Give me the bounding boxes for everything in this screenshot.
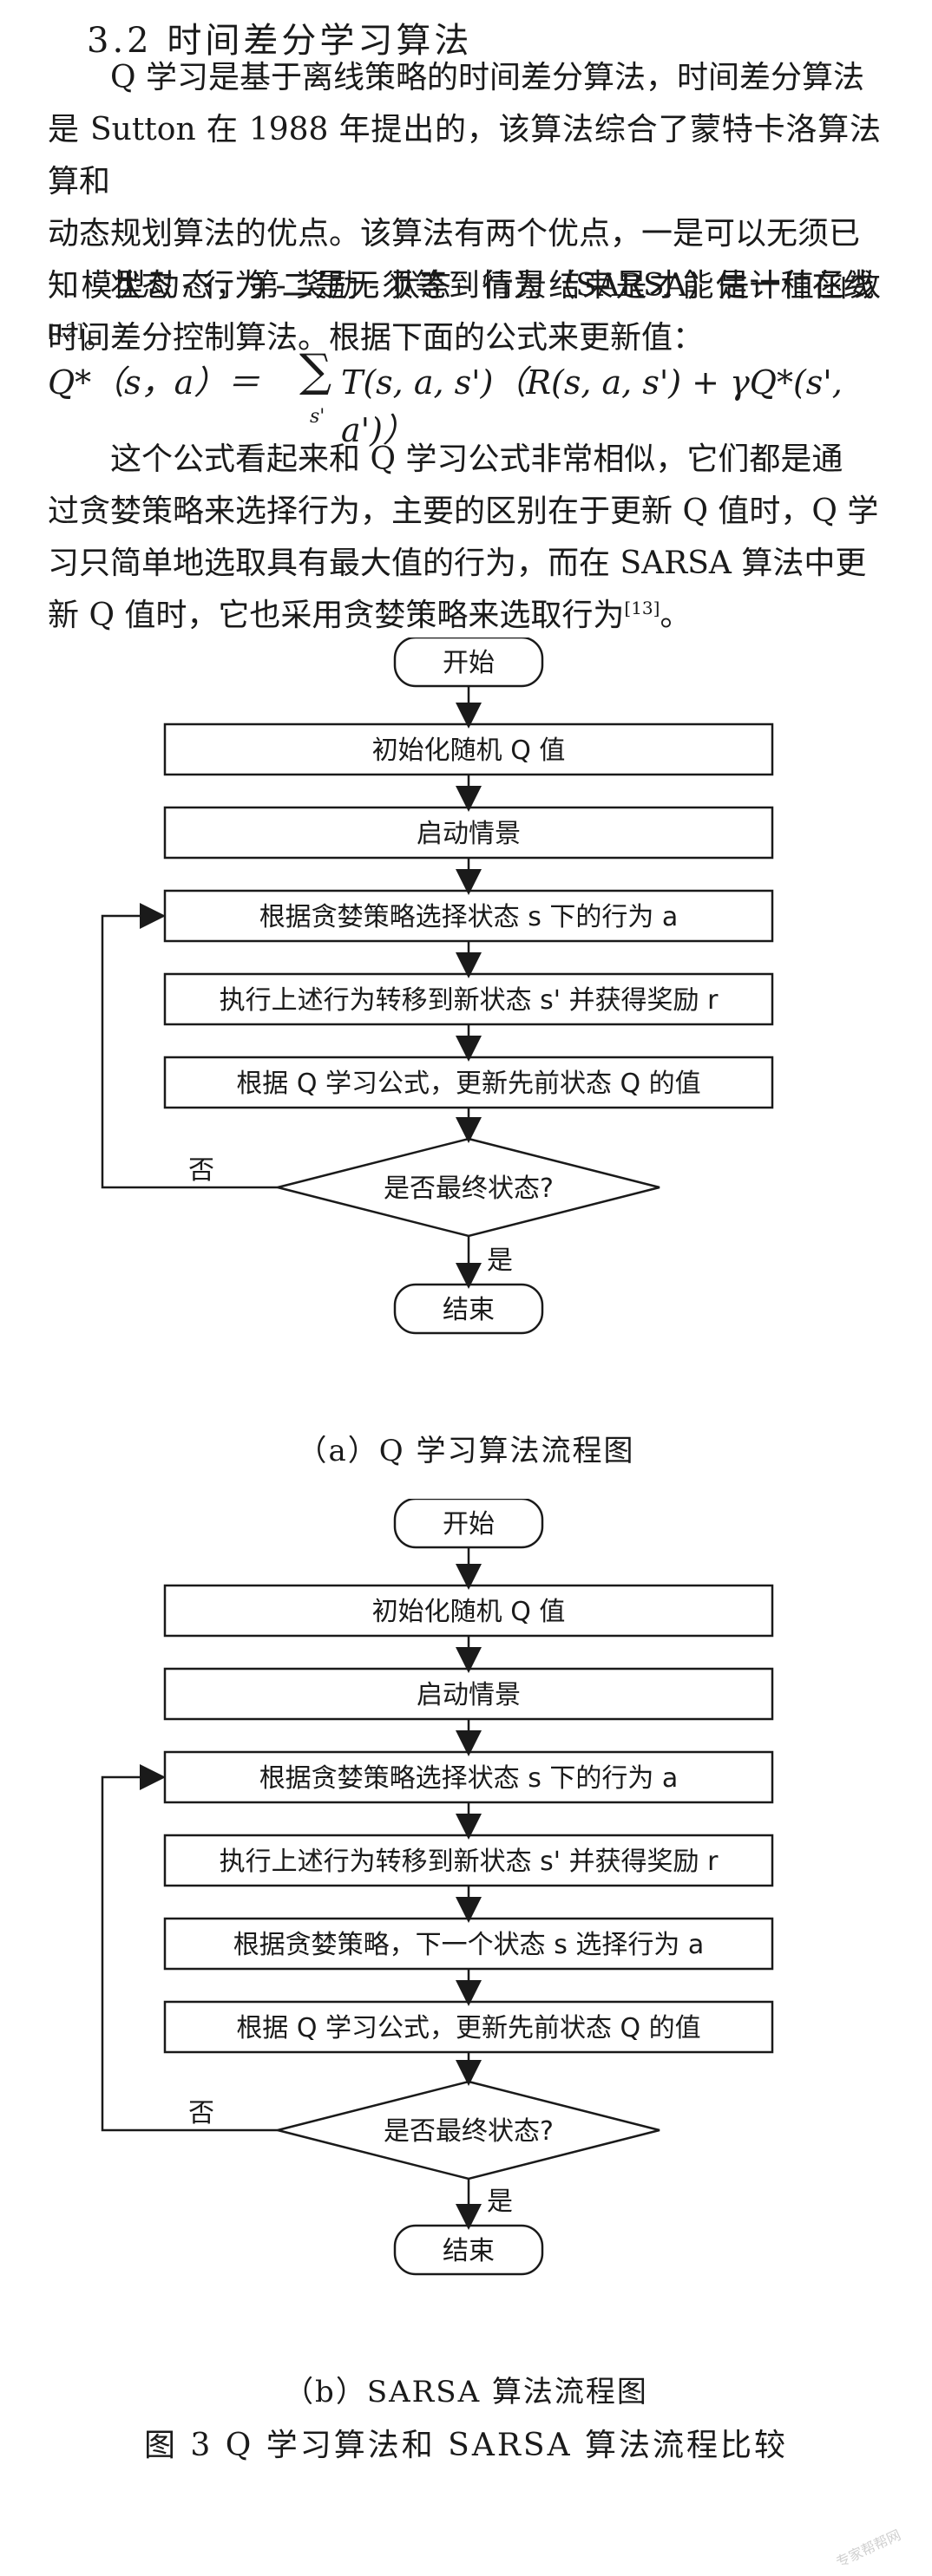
- formula-rhs: T(s, a, s')（R(s, a, s') + γQ*(s', a')）: [341, 363, 843, 449]
- summation-subscript: s': [310, 406, 325, 428]
- step-label: 根据贪婪策略选择状态 s 下的行为 a: [259, 902, 679, 932]
- text-line: 。: [83, 320, 115, 356]
- caption-b: （b）SARSA 算法流程图: [284, 2375, 648, 2409]
- loop-back-arrow: [101, 903, 278, 1189]
- step-label: 根据 Q 学习公式，更新先前状态 Q 的值: [236, 1069, 700, 1099]
- formula-lhs: Q*（s，a）＝: [48, 363, 260, 402]
- start-label: 开始: [443, 1509, 495, 1540]
- text-line: 过贪婪策略来选择行为，主要的区别在于更新 Q 值时，Q 学: [48, 494, 879, 529]
- end-label: 结束: [443, 2236, 495, 2266]
- text-line: 是 Sutton 在 1988 年提出的，该算法综合了蒙特卡洛算法算和: [48, 112, 881, 199]
- yes-label: 是: [487, 1246, 513, 1276]
- step-label: 初始化随机 Q 值: [372, 1597, 566, 1627]
- yes-label: 是: [487, 2187, 513, 2217]
- step-label: 初始化随机 Q 值: [372, 736, 566, 766]
- summation-sign: ∑: [299, 345, 332, 397]
- no-label: 否: [188, 1155, 214, 1186]
- paragraph-sarsa-intro: 状态 - 行为 - 奖励 - 状态 - 行为（SARSA）是一种在线 时间差分控…: [48, 260, 881, 364]
- step-label: 执行上述行为转移到新状态 s' 并获得奖励 r: [220, 985, 719, 1016]
- caption-a: （a）Q 学习算法流程图: [297, 1434, 635, 1468]
- loop-back-arrow: [101, 1764, 278, 2132]
- end-label: 结束: [443, 1295, 495, 1325]
- update-formula: Q*（s，a）＝ ∑ s' T(s, a, s')（R(s, a, s') + …: [48, 345, 898, 449]
- section-title: 3.2 时间差分学习算法: [87, 21, 473, 61]
- end-terminal: [393, 1283, 544, 1335]
- citation-ref: [12]: [48, 320, 84, 341]
- text-line: 习只简单地选取具有最大值的行为，而在 SARSA 算法中更: [48, 546, 867, 581]
- decision-label: 是否最终状态?: [384, 2116, 554, 2147]
- flowchart-q-learning: 开始 初始化随机 Q 值 启动情景 根据贪婪策略选择状态 s 下的行为 a 执行…: [0, 637, 932, 1444]
- paragraph-td-learning: Q 学习是基于离线策略的时间差分算法，时间差分算法 是 Sutton 在 198…: [48, 52, 881, 364]
- text-line: 这个公式看起来和 Q 学习公式非常相似，它们都是通: [110, 441, 843, 477]
- watermark: 专家帮帮网: [833, 2526, 903, 2571]
- paragraph-comparison: 这个公式看起来和 Q 学习公式非常相似，它们都是通 过贪婪策略来选择行为，主要的…: [48, 434, 881, 642]
- text-line: 动态规划算法的优点。该算法有两个优点，一是可以无须已: [48, 216, 861, 252]
- figure-caption: 图 3 Q 学习算法和 SARSA 算法流程比较: [143, 2428, 789, 2463]
- no-label: 否: [188, 2098, 214, 2128]
- step-label: 启动情景: [417, 1680, 521, 1710]
- text-line: 知模型动态，第二是无须等到情景结束是才能估计值函数: [48, 268, 881, 304]
- start-label: 开始: [443, 648, 495, 678]
- text-line: 新 Q 值时，它也采用贪婪策略来选取行为: [48, 598, 625, 633]
- step-label: 根据 Q 学习公式，更新先前状态 Q 的值: [236, 2013, 700, 2043]
- text-line: 状态 - 行为 - 奖励 - 状态 - 行为（SARSA）是一种在线: [110, 268, 875, 304]
- text-line: Q 学习是基于离线策略的时间差分算法，时间差分算法: [110, 60, 864, 95]
- step-label: 启动情景: [417, 819, 521, 849]
- step-label: 根据贪婪策略选择状态 s 下的行为 a: [259, 1763, 679, 1794]
- end-terminal: [393, 2224, 544, 2276]
- step-label: 根据贪婪策略，下一个状态 s 选择行为 a: [233, 1930, 705, 1960]
- step-label: 执行上述行为转移到新状态 s' 并获得奖励 r: [220, 1847, 719, 1877]
- decision-label: 是否最终状态?: [384, 1174, 554, 1204]
- flowchart-sarsa: 开始 初始化随机 Q 值 启动情景 根据贪婪策略选择状态 s 下的行为 a 执行…: [0, 1499, 932, 2375]
- text-line: 。: [660, 598, 692, 633]
- citation-ref: [13]: [624, 598, 660, 618]
- text-line: 时间差分控制算法。根据下面的公式来更新值：: [48, 320, 705, 356]
